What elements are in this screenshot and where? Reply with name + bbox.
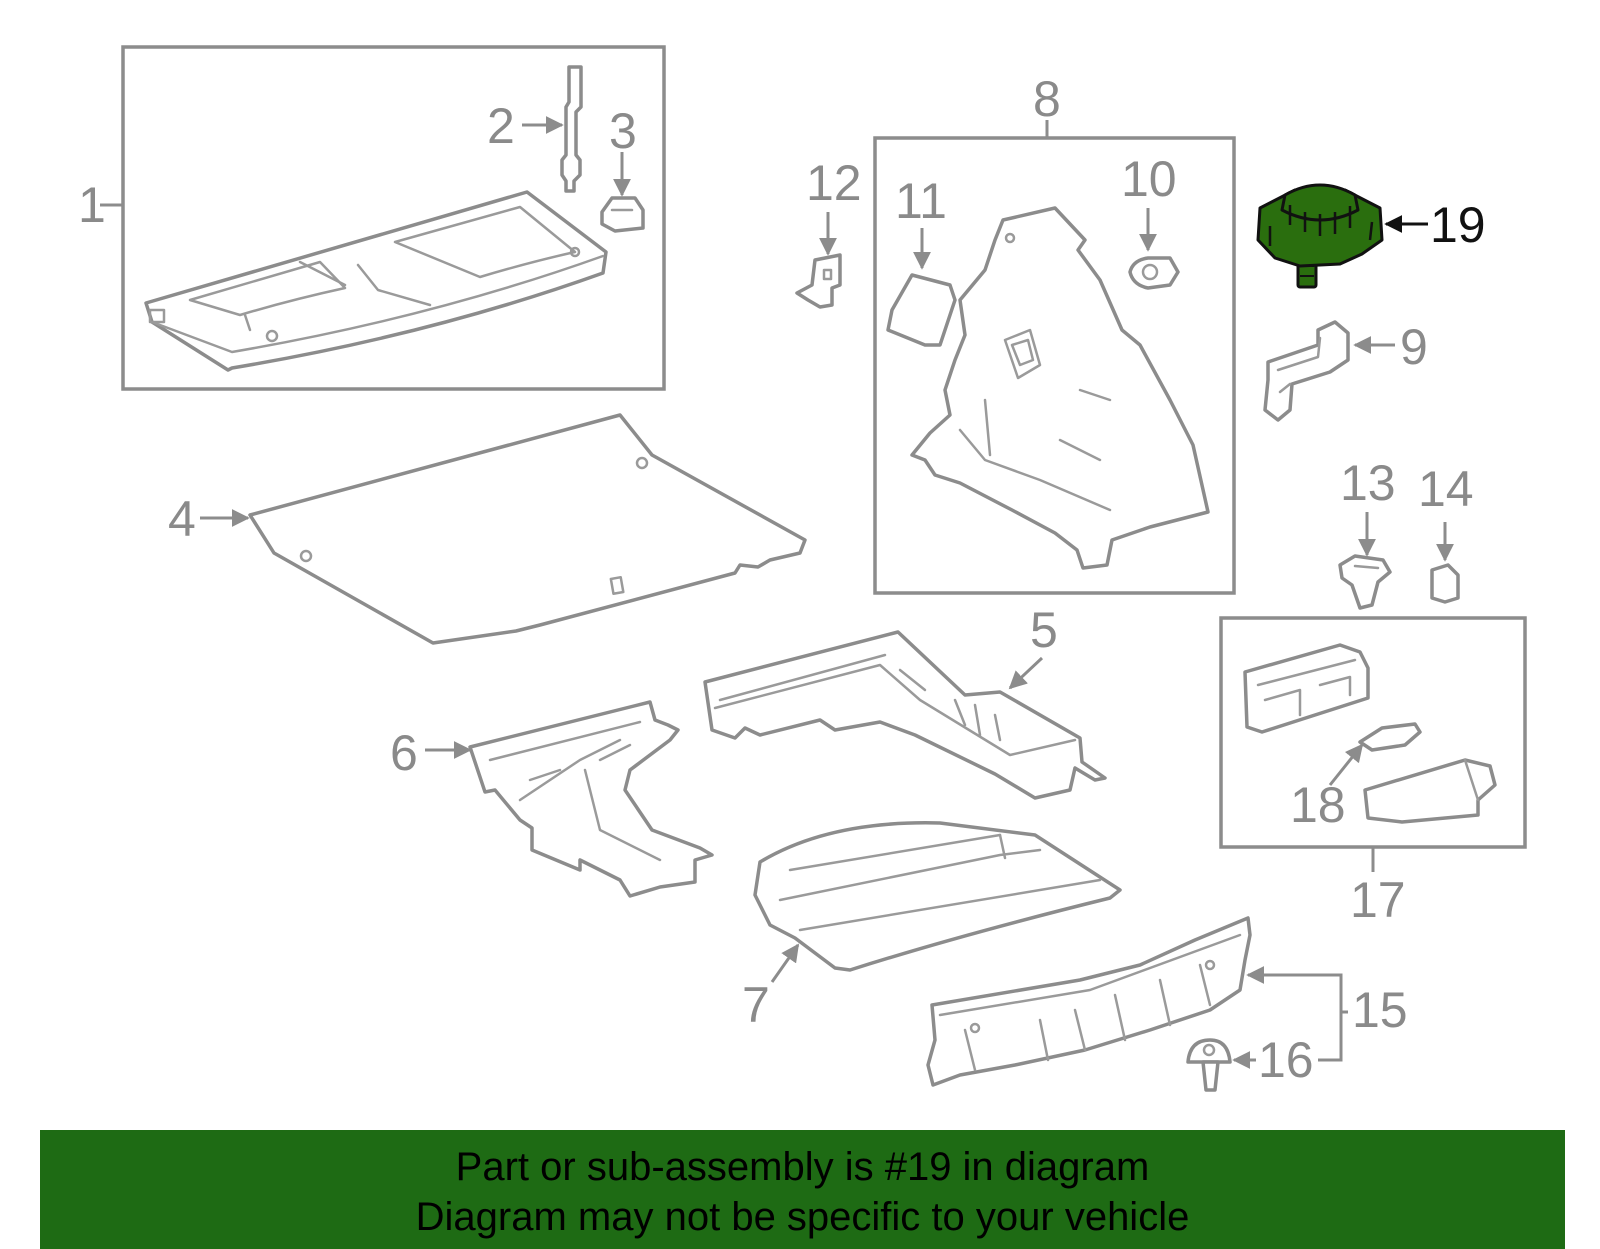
callout-3: 3 xyxy=(609,103,637,159)
leader-15-bracket xyxy=(1248,973,1348,1062)
part-17-tool-tray[interactable] xyxy=(1243,643,1497,824)
callout-19: 19 xyxy=(1430,197,1486,253)
callout-16: 16 xyxy=(1258,1032,1314,1088)
part-14-tag[interactable] xyxy=(1430,563,1460,604)
part-9-bracket[interactable] xyxy=(1263,320,1350,422)
part-4-trunk-floor-mat[interactable] xyxy=(248,413,807,645)
callout-14: 14 xyxy=(1418,461,1474,517)
group-box-8 xyxy=(873,136,1236,595)
part-13-clip[interactable] xyxy=(1338,554,1392,610)
callout-15: 15 xyxy=(1352,982,1408,1038)
part-18-small-pad[interactable] xyxy=(1358,722,1422,752)
callout-7: 7 xyxy=(742,977,770,1033)
info-banner: Part or sub-assembly is #19 in diagram D… xyxy=(40,1130,1565,1249)
part-2-support-rod[interactable] xyxy=(560,65,583,193)
callout-17: 17 xyxy=(1350,872,1406,928)
part-6-side-member[interactable] xyxy=(468,700,714,898)
part-12-bracket[interactable] xyxy=(795,253,842,309)
callout-18: 18 xyxy=(1290,777,1346,833)
callout-6: 6 xyxy=(390,725,418,781)
group-box-1 xyxy=(121,45,666,391)
part-15-rear-panel-trim[interactable] xyxy=(926,916,1252,1087)
leader-18 xyxy=(1328,743,1364,786)
callout-10: 10 xyxy=(1121,151,1177,207)
callout-2: 2 xyxy=(487,98,515,154)
part-1-package-tray[interactable] xyxy=(144,190,608,372)
banner-line-1: Part or sub-assembly is #19 in diagram xyxy=(455,1145,1150,1189)
callout-8: 8 xyxy=(1033,71,1061,127)
callout-5: 5 xyxy=(1030,602,1058,658)
part-19-spare-tire-hold-down[interactable] xyxy=(1256,183,1384,289)
callout-11: 11 xyxy=(895,173,947,229)
part-3-clip[interactable] xyxy=(600,196,645,233)
banner-line-2: Diagram may not be specific to your vehi… xyxy=(415,1195,1190,1239)
leader-7 xyxy=(770,943,800,983)
part-11-pad[interactable] xyxy=(886,273,957,347)
part-7-spare-tire-cover[interactable] xyxy=(753,821,1122,972)
leader-5 xyxy=(1008,656,1044,690)
callout-13: 13 xyxy=(1340,455,1396,511)
part-5-floor-crossmember[interactable] xyxy=(703,630,1107,800)
callout-9: 9 xyxy=(1400,319,1428,375)
part-10-clip[interactable] xyxy=(1128,256,1180,290)
callout-4: 4 xyxy=(168,491,196,547)
part-16-clip[interactable] xyxy=(1186,1038,1232,1092)
callout-12: 12 xyxy=(806,155,862,211)
part-8-side-trim-panel[interactable] xyxy=(910,206,1210,570)
